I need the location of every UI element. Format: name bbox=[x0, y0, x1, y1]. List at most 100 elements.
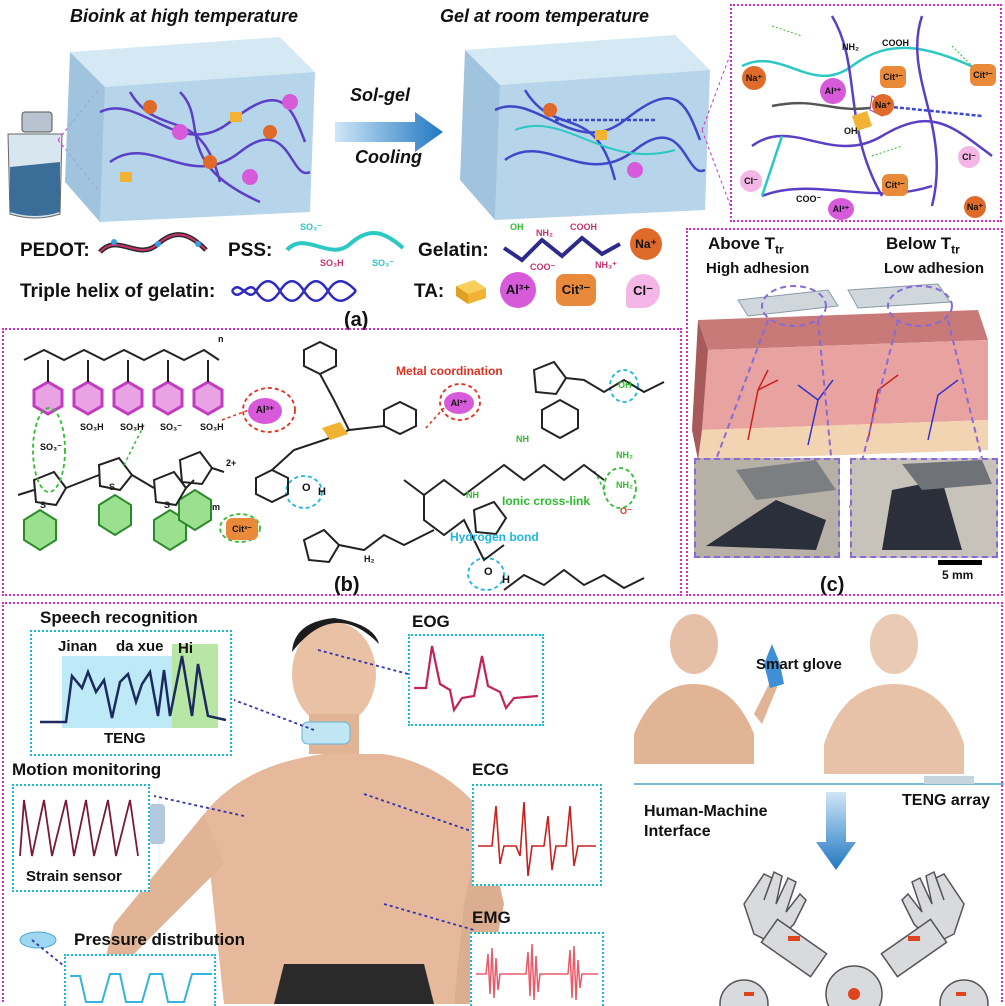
speech-recognition-title: Speech recognition bbox=[40, 608, 198, 627]
na-ion-3: Na⁺ bbox=[964, 196, 986, 218]
so3h-b1: SO₃H bbox=[80, 422, 104, 432]
pressure-distribution-title: Pressure distribution bbox=[74, 930, 245, 949]
panel-b-label: (b) bbox=[334, 574, 360, 596]
so3h-b3: SO₃H bbox=[200, 422, 224, 432]
skin-model bbox=[692, 283, 995, 509]
metal-coordination-label: Metal coordination bbox=[396, 364, 503, 378]
water-o-2: O bbox=[484, 566, 493, 578]
teng-array-label: TENG array bbox=[902, 792, 991, 809]
pressure-box bbox=[64, 954, 216, 1006]
na-ion-1: Na⁺ bbox=[742, 66, 766, 90]
strain-signal bbox=[19, 799, 139, 857]
below-ttr-title: Below Ttr bbox=[886, 234, 960, 257]
gel-nh3: NH₃⁺ bbox=[595, 260, 617, 270]
triple-helix-icon bbox=[230, 280, 357, 302]
pss-so3-label-2: SO₃⁻ bbox=[372, 258, 394, 268]
cl-ion-1: Cl⁻ bbox=[740, 170, 762, 192]
ecg-box bbox=[472, 784, 602, 886]
arrow-bottom-label: Cooling bbox=[355, 147, 422, 167]
water-o: O bbox=[302, 482, 311, 494]
nh2-label-2: NH₂ bbox=[616, 480, 633, 490]
arrow-top-label: Sol-gel bbox=[350, 85, 411, 105]
chemical-structure bbox=[17, 340, 665, 591]
panel-a-label: (a) bbox=[344, 309, 369, 331]
na-ion-2: Na⁺ bbox=[872, 94, 894, 116]
pss-so3h-label: SO₃H bbox=[320, 258, 344, 268]
motion-monitoring-title: Motion monitoring bbox=[12, 760, 162, 779]
eog-signal bbox=[414, 645, 539, 713]
al-ion-1: Al³⁺ bbox=[820, 78, 846, 104]
ecg-signal bbox=[478, 801, 596, 877]
down-arrow-icon bbox=[816, 792, 856, 870]
hmi-line-1: Human-Machine bbox=[644, 803, 768, 820]
strain-sensor-label: Strain sensor bbox=[26, 868, 122, 885]
cit-ion-b: Cit³⁻ bbox=[226, 518, 258, 540]
legend-na-ion: Na⁺ bbox=[630, 228, 662, 260]
eog-box bbox=[408, 634, 544, 726]
gel-cooh: COOH bbox=[570, 222, 597, 232]
ta-cube-icon bbox=[456, 280, 486, 304]
pedot-chain-icon bbox=[98, 232, 208, 254]
zoom-nh2: NH₂ bbox=[842, 42, 859, 52]
molecular-zoom-box: Na⁺ Al³⁺ Na⁺ Cit³⁻ Cit³⁻ Cit³⁻ Cl⁻ Cl⁻ A… bbox=[730, 4, 1002, 222]
s-atom-2: S bbox=[109, 482, 116, 492]
pressure-sensor-icon bbox=[19, 931, 57, 949]
zoom-cooh: COOH bbox=[882, 38, 909, 48]
speech-signal bbox=[40, 655, 227, 724]
legend-ta: TA: bbox=[414, 281, 445, 302]
gel-nh2: NH₂ bbox=[536, 228, 553, 238]
scale-bar bbox=[938, 560, 982, 565]
eog-title: EOG bbox=[412, 612, 450, 631]
vial-icon bbox=[7, 111, 63, 219]
hmi-label: Human-Machine Interface bbox=[644, 802, 768, 842]
daxue-label: da xue bbox=[116, 638, 164, 655]
bioink-block bbox=[65, 37, 315, 222]
al-ion-b2: Al³⁺ bbox=[444, 392, 474, 414]
h2-label: H₂ bbox=[364, 554, 375, 564]
photo-low-adhesion bbox=[850, 458, 998, 558]
panel-a-title-right: Gel at room temperature bbox=[440, 6, 650, 26]
hmi-figures bbox=[634, 614, 1004, 785]
cl-ion-2: Cl⁻ bbox=[958, 146, 980, 168]
legend-cit-ion: Cit³⁻ bbox=[556, 274, 596, 306]
gel-block bbox=[460, 35, 710, 220]
robot-hands bbox=[719, 870, 989, 1006]
cit-ion-2: Cit³⁻ bbox=[970, 64, 996, 86]
nh2-label: NH₂ bbox=[616, 450, 633, 460]
water-h-2: H bbox=[502, 574, 510, 586]
nh-label-1: NH bbox=[466, 490, 479, 500]
pss-so3-label: SO₃⁻ bbox=[300, 222, 322, 232]
legend-pedot: PEDOT: bbox=[20, 240, 90, 261]
emg-signal bbox=[476, 943, 598, 1001]
pressure-signal bbox=[70, 973, 212, 1003]
emg-box bbox=[470, 932, 604, 1006]
legend-gelatin: Gelatin: bbox=[418, 240, 489, 261]
s-atom-3: S bbox=[164, 500, 171, 510]
panel-b: Metal coordination Al³⁺ Al³⁺ Cit³⁻ Ionic… bbox=[2, 328, 682, 596]
gelatin-chain-icon bbox=[502, 235, 621, 263]
pss-chain-icon bbox=[285, 231, 405, 252]
nh-label-2: NH bbox=[516, 434, 529, 444]
gel-oh: OH bbox=[510, 222, 524, 232]
oh-label: OH bbox=[618, 380, 632, 390]
panel-a-title-left: Bioink at high temperature bbox=[70, 6, 299, 26]
speech-recognition-box: Jinan da xue Hi TENG bbox=[30, 630, 232, 756]
low-adhesion-label: Low adhesion bbox=[884, 260, 985, 277]
water-h: H bbox=[318, 486, 326, 498]
ecg-title: ECG bbox=[472, 760, 509, 779]
teng-label: TENG bbox=[104, 730, 146, 747]
hmi-line-2: Interface bbox=[644, 823, 711, 840]
legend-al-ion: Al³⁺ bbox=[500, 272, 536, 308]
panel-d: Speech recognition Jinan da xue Hi TENG … bbox=[2, 602, 1004, 1006]
cit-ion-1: Cit³⁻ bbox=[880, 66, 906, 88]
hydrogen-bond-label: Hydrogen bond bbox=[450, 530, 539, 544]
zoom-coo: COO⁻ bbox=[796, 194, 822, 204]
so3-b1: SO₃⁻ bbox=[40, 442, 62, 452]
ionic-crosslink-label: Ionic cross-link bbox=[502, 494, 591, 508]
jinan-label: Jinan bbox=[58, 638, 98, 655]
legend-cl-ion: Cl⁻ bbox=[626, 274, 660, 308]
n-sub: n bbox=[218, 334, 224, 344]
legend-pss: PSS: bbox=[228, 240, 273, 261]
panel-c-label: (c) bbox=[820, 574, 845, 596]
hi-label: Hi bbox=[178, 640, 193, 657]
